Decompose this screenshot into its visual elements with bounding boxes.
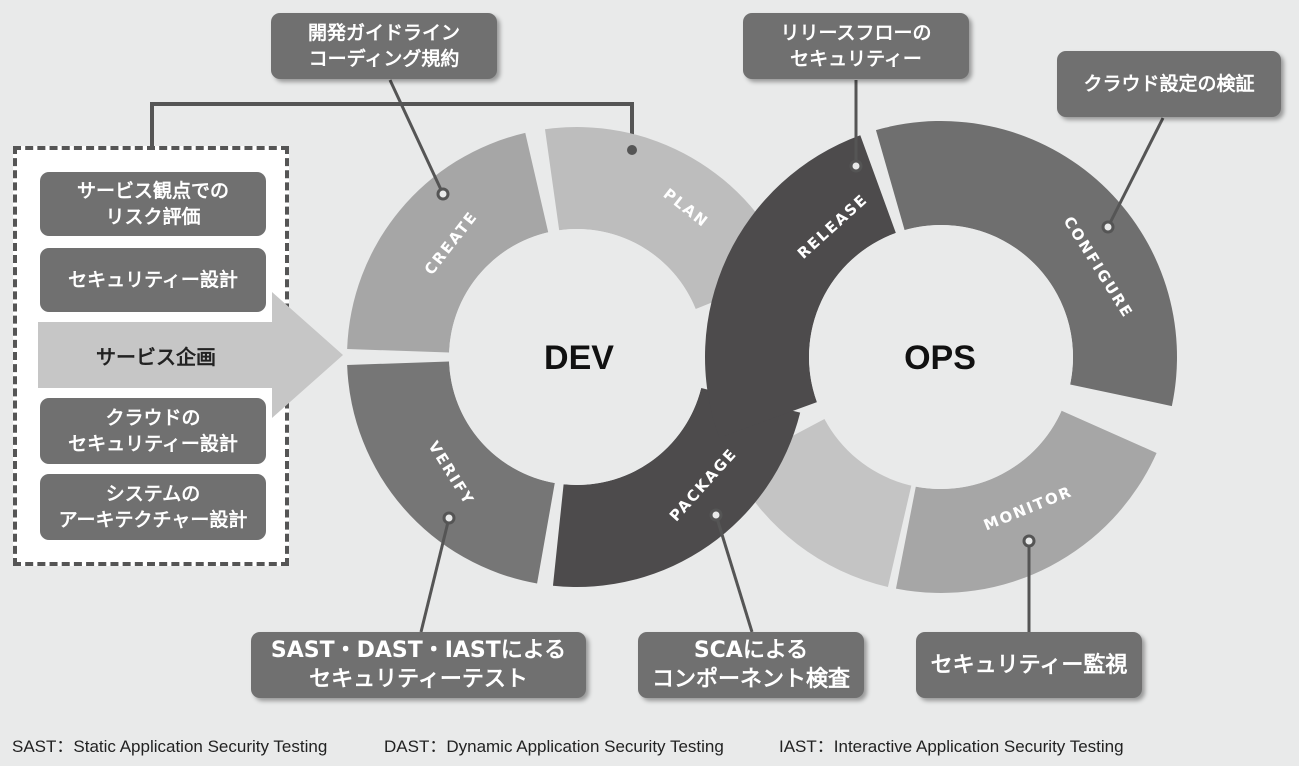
leader-dot-monitor bbox=[1022, 534, 1036, 548]
leader-configure bbox=[1106, 117, 1165, 228]
callout-release: リリースフローの セキュリティー bbox=[743, 13, 969, 79]
ring-segment-package bbox=[552, 387, 801, 587]
footnote-iast: IAST：Interactive Application Security Te… bbox=[779, 737, 1124, 756]
leader-dot-release bbox=[849, 159, 863, 173]
callout-package: SCAによる コンポーネント検査 bbox=[638, 632, 864, 698]
leader-create bbox=[388, 79, 445, 195]
callout-create: 開発ガイドライン コーディング規約 bbox=[271, 13, 497, 79]
callout-configure: クラウド設定の検証 bbox=[1057, 51, 1281, 117]
leader-dot-configure bbox=[1101, 220, 1115, 234]
ops-inner-circle bbox=[809, 225, 1073, 489]
dev-inner-circle bbox=[449, 229, 705, 485]
service-planning-label: サービス企画 bbox=[96, 344, 216, 369]
planning-item-risk-assessment: サービス観点での リスク評価 bbox=[40, 172, 266, 236]
ring-segments bbox=[347, 121, 1177, 593]
ring-segment-configure bbox=[875, 121, 1177, 407]
callout-monitor: セキュリティー監視 bbox=[916, 632, 1142, 698]
ring-segment-release bbox=[705, 135, 896, 438]
ops-label: OPS bbox=[904, 339, 976, 377]
leader-package bbox=[714, 514, 754, 633]
ring-segment-monitor bbox=[895, 410, 1157, 593]
footnote-sast: SAST：Static Application Security Testing bbox=[12, 737, 328, 756]
plan-connector-dot bbox=[627, 145, 637, 155]
leader-verify bbox=[419, 517, 451, 633]
leader-dot-verify bbox=[442, 511, 456, 525]
planning-item-cloud-security-design: クラウドの セキュリティー設計 bbox=[40, 398, 266, 464]
footnote-dast: DAST：Dynamic Application Security Testin… bbox=[384, 737, 724, 756]
planning-item-security-design: セキュリティー設計 bbox=[40, 248, 266, 312]
ring-segment-verify bbox=[347, 361, 555, 584]
planning-item-architecture-design: システムの アーキテクチャー設計 bbox=[40, 474, 266, 540]
dev-label: DEV bbox=[544, 339, 614, 377]
callout-verify: SAST・DAST・IASTによる セキュリティーテスト bbox=[251, 632, 586, 698]
service-planning-arrow bbox=[38, 292, 343, 418]
leader-dot-create bbox=[436, 187, 450, 201]
leader-dot-package bbox=[709, 508, 723, 522]
plan-connector-line bbox=[150, 102, 634, 150]
ring-segment-create bbox=[347, 132, 549, 353]
